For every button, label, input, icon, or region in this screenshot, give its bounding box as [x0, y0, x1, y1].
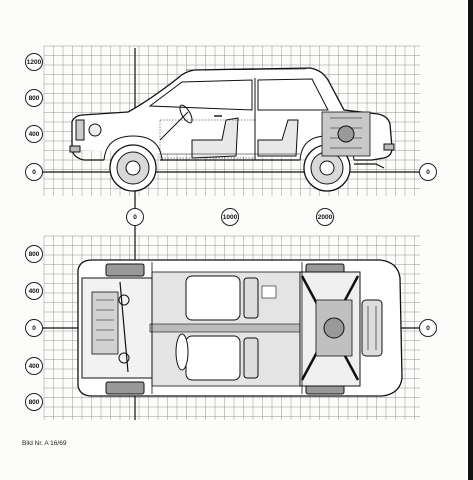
- car-top-view: [77, 259, 403, 397]
- figure-caption: Bild Nr. A 16/69: [22, 440, 67, 447]
- side-y-label-0: 0: [25, 163, 43, 181]
- top-y-label-0: 0: [25, 319, 43, 337]
- top-right-label-0: 0: [419, 319, 437, 337]
- x-label-0: 0: [126, 208, 144, 226]
- side-y-label-400: 400: [25, 125, 43, 143]
- page-edge-gap: [465, 0, 468, 480]
- top-y-label-400-upper: 400: [25, 282, 43, 300]
- page-edge-shadow: [468, 0, 473, 480]
- x-label-1000: 1000: [221, 208, 239, 226]
- x-label-2000: 2000: [316, 208, 334, 226]
- car-side-view: [69, 67, 395, 192]
- top-y-label-800-upper: 800: [25, 245, 43, 263]
- side-right-label-0: 0: [419, 163, 437, 181]
- top-y-label-800-lower: 800: [25, 393, 43, 411]
- top-y-label-400-lower: 400: [25, 357, 43, 375]
- side-y-label-1200: 1200: [25, 53, 43, 71]
- side-y-label-800: 800: [25, 89, 43, 107]
